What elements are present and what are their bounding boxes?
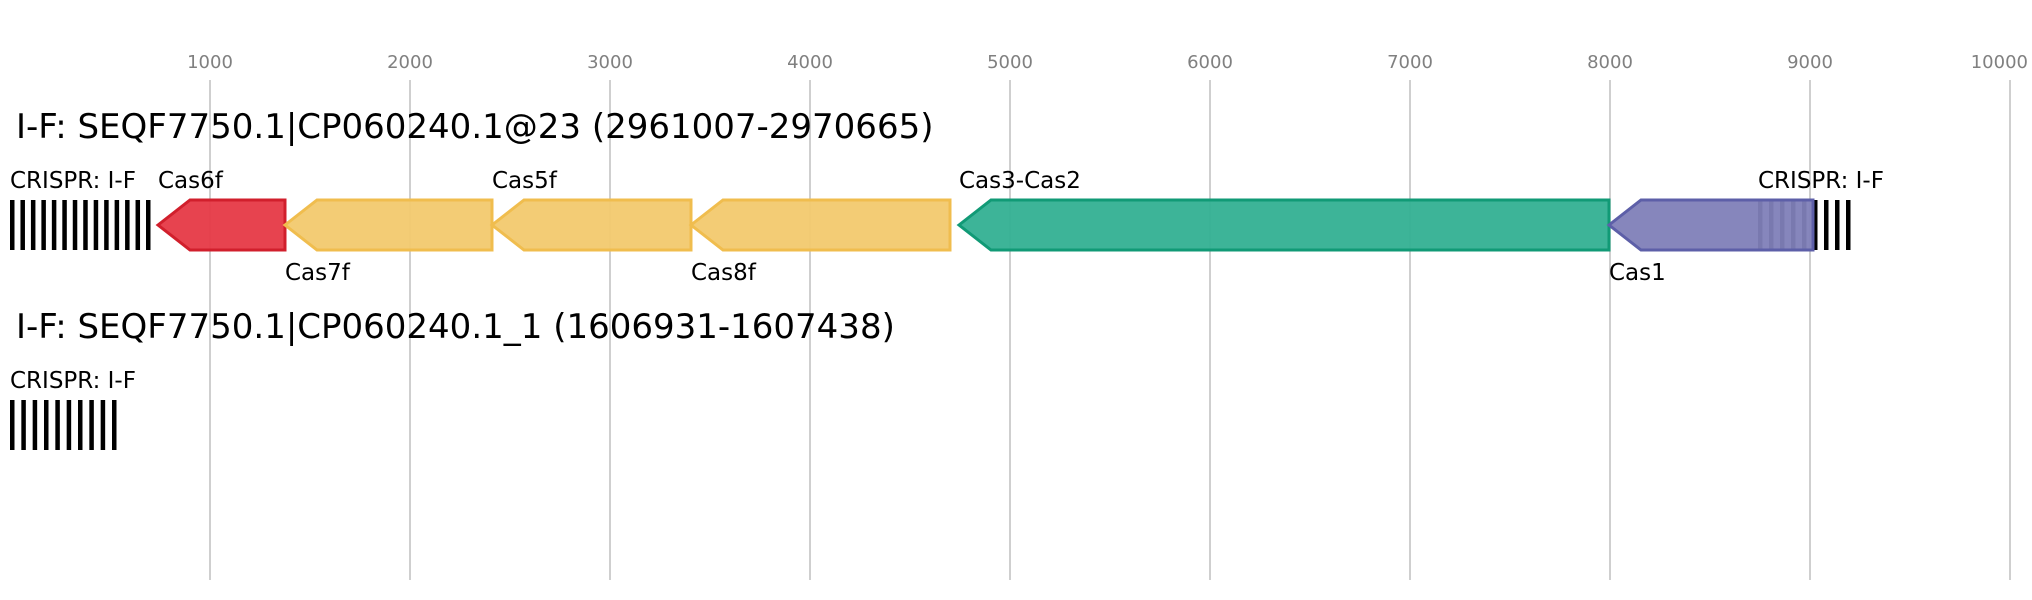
crispr-repeat-mark [10, 400, 15, 450]
crispr-repeat-mark [20, 200, 25, 250]
gene-arrow [1606, 198, 1815, 252]
crispr-array-label: CRISPR: I-F [1758, 168, 1884, 194]
gene-cas1: Cas1 [1606, 198, 1815, 286]
crispr-repeat-mark [66, 400, 72, 450]
gene-label: Cas7f [285, 260, 351, 286]
gene-arrow [688, 198, 952, 252]
gene-cas8f: Cas8f [688, 198, 952, 286]
axis-grid: 1000 2000 3000 4000 5000 6000 7000 8000 9000 1000… [187, 52, 2028, 580]
crispr-repeat-mark [146, 200, 151, 250]
gene-cas7f: Cas7f [282, 198, 494, 286]
gene-label: Cas5f [492, 168, 558, 194]
crispr-repeat-mark [114, 200, 120, 250]
crispr-repeat-mark [1824, 200, 1829, 250]
crispr-repeat-mark [1835, 200, 1840, 250]
crispr-repeat-mark [78, 400, 83, 450]
locus-title: I-F: SEQF7750.1|CP060240.1_1 (1606931-16… [16, 307, 895, 347]
crispr-repeat-mark [51, 200, 57, 250]
gene-arrow [282, 198, 494, 252]
crispr-repeat-mark [62, 200, 67, 250]
crispr-repeat-mark [93, 200, 99, 250]
gene-arrow [155, 198, 287, 252]
axis-tick-label: 1000 [187, 52, 233, 73]
axis-tick-label: 10000 [1971, 52, 2028, 73]
crispr-array-label: CRISPR: I-F [10, 168, 136, 194]
crispr-repeat-mark [112, 400, 117, 450]
crispr-repeat-mark [55, 400, 60, 450]
gene-arrow [489, 198, 693, 252]
crispr-repeat-mark [104, 200, 109, 250]
gene-cas5f: Cas5f [489, 168, 693, 252]
axis-tick-label: 6000 [1187, 52, 1233, 73]
crispr-array: CRISPR: I-F [10, 368, 136, 450]
loci-layer: I-F: SEQF7750.1|CP060240.1@23 (2961007-2… [10, 107, 1884, 450]
crispr-array: CRISPR: I-F [10, 168, 151, 250]
crispr-repeat-mark [72, 200, 78, 250]
crispr-repeat-mark [83, 200, 88, 250]
crispr-repeat-mark [1846, 200, 1851, 250]
axis-tick-label: 9000 [1787, 52, 1833, 73]
crispr-repeat-mark [135, 200, 141, 250]
locus-2: I-F: SEQF7750.1|CP060240.1_1 (1606931-16… [10, 307, 895, 450]
gene-arrow [956, 198, 1611, 252]
axis-tick-label: 5000 [987, 52, 1033, 73]
crispr-repeat-mark [41, 200, 46, 250]
axis-tick-label: 7000 [1387, 52, 1433, 73]
axis-tick-label: 4000 [787, 52, 833, 73]
crispr-array-label: CRISPR: I-F [10, 368, 136, 394]
crispr-repeat-mark [125, 200, 130, 250]
gene-label: Cas3-Cas2 [959, 168, 1081, 194]
crispr-repeat-mark [1813, 200, 1818, 250]
gene-label: Cas8f [691, 260, 757, 286]
axis-tick-label: 2000 [387, 52, 433, 73]
crispr-repeat-mark [21, 400, 26, 450]
crispr-repeat-mark [100, 400, 106, 450]
gene-cas3-cas2: Cas3-Cas2 [956, 168, 1611, 252]
crispr-repeat-mark [10, 200, 15, 250]
locus-1: I-F: SEQF7750.1|CP060240.1@23 (2961007-2… [10, 107, 1884, 286]
locus-title: I-F: SEQF7750.1|CP060240.1@23 (2961007-2… [16, 107, 933, 147]
crispr-repeat-mark [32, 400, 38, 450]
crispr-repeat-mark [44, 400, 49, 450]
gene-cas6f: Cas6f [155, 168, 287, 252]
axis-tick-label: 3000 [587, 52, 633, 73]
axis-tick-label: 8000 [1587, 52, 1633, 73]
gene-label: Cas6f [158, 168, 224, 194]
gene-label: Cas1 [1609, 260, 1666, 286]
crispr-repeat-mark [89, 400, 94, 450]
crispr-repeat-mark [30, 200, 36, 250]
